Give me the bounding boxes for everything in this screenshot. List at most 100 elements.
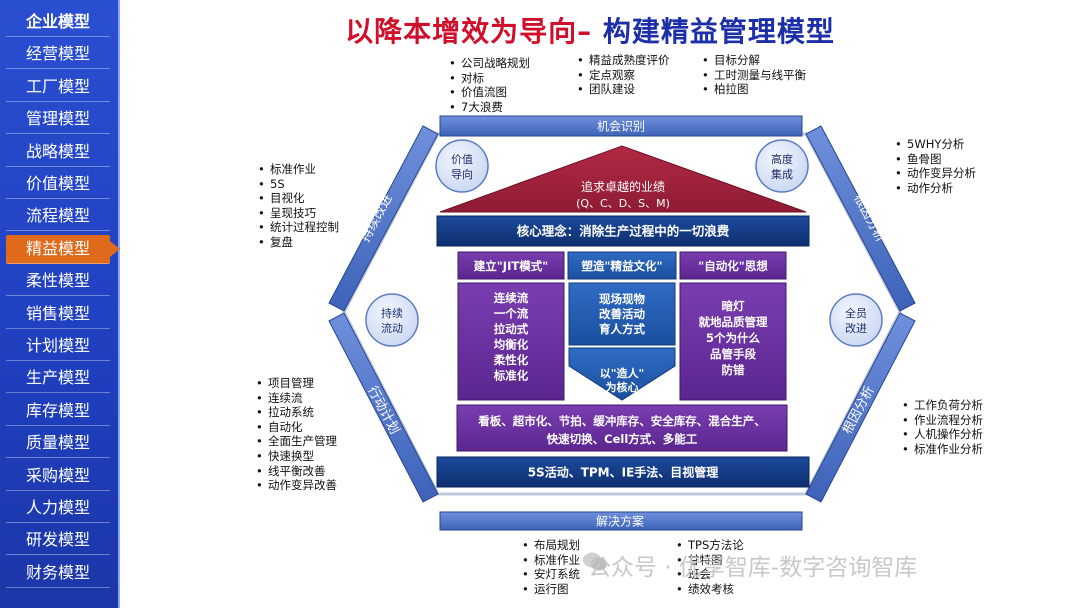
pillar-item: 品管手段 <box>710 347 756 361</box>
sidebar-item[interactable]: 研发模型 <box>6 526 110 556</box>
pillar-item: 均衡化 <box>494 338 529 352</box>
list-item: 安灯系统 <box>520 567 580 582</box>
list-item: 拉动系统 <box>254 405 337 420</box>
pillar-item: 改善活动 <box>599 307 645 321</box>
sidebar: 企业模型经营模型工厂模型管理模型战略模型价值模型流程模型精益模型柔性模型销售模型… <box>0 0 120 608</box>
list-item: 自动化 <box>254 420 337 435</box>
list-item: 线平衡改善 <box>254 464 337 479</box>
list-item: 工作负荷分析 <box>900 398 983 413</box>
list-item: 人机操作分析 <box>900 427 983 442</box>
list-item: 动作变异分析 <box>893 166 976 181</box>
pillar-title-jit: 建立"JIT模式" <box>457 251 565 280</box>
sidebar-item[interactable]: 人力模型 <box>6 494 110 523</box>
list-item: 连续流 <box>254 391 337 406</box>
pillar-item: 标准化 <box>493 369 529 383</box>
list-item: 7大浪费 <box>447 100 530 115</box>
people-core-pentagon <box>568 347 676 401</box>
sidebar-item[interactable]: 生产模型 <box>6 364 110 394</box>
list-action-plan: 项目管理连续流拉动系统自动化全面生产管理快速换型线平衡改善动作变异改善 <box>254 376 337 493</box>
svg-text:5S活动、TPM、IE手法、目视管理: 5S活动、TPM、IE手法、目视管理 <box>528 465 719 480</box>
svg-text:(Q、C、D、S、M): (Q、C、D、S、M) <box>576 197 670 210</box>
list-item: 目视化 <box>256 191 339 206</box>
svg-text:全员: 全员 <box>845 306 867 320</box>
list-opportunity-2: 精益成熟度评价定点观察团队建设 <box>575 53 670 97</box>
list-item: 标准作业分析 <box>900 442 983 457</box>
sidebar-item[interactable]: 精益模型 <box>6 234 120 264</box>
sidebar-item[interactable]: 计划模型 <box>6 332 110 361</box>
pillar-item: 育人方式 <box>599 322 645 336</box>
pillar-item: 现场现物 <box>599 292 645 306</box>
svg-text:建立"JIT模式": 建立"JIT模式" <box>474 259 548 273</box>
sidebar-item[interactable]: 库存模型 <box>6 397 110 426</box>
list-opportunity-3: 目标分解工时测量与线平衡柏拉图 <box>700 53 806 97</box>
pillar-title-lean-culture: 塑造"精益文化" <box>567 251 677 280</box>
list-item: 快速换型 <box>254 449 337 464</box>
list-root-cause-2: 工作负荷分析作业流程分析人机操作分析标准作业分析 <box>900 398 983 456</box>
list-solution-2: TPS方法论甘特图班会绩效考核 <box>674 538 744 596</box>
list-item: 作业流程分析 <box>900 413 983 428</box>
list-item: 对标 <box>447 71 530 86</box>
svg-text:"自动化"思想: "自动化"思想 <box>698 259 768 273</box>
list-item: 呈现技巧 <box>256 206 339 221</box>
title-part-blue: 构建精益管理模型 <box>592 15 835 48</box>
svg-text:核心理念：消除生产过程中的一切浪费: 核心理念：消除生产过程中的一切浪费 <box>517 224 730 239</box>
sidebar-item[interactable]: 战略模型 <box>6 138 110 167</box>
list-item: 绩效考核 <box>674 582 744 597</box>
list-item: 项目管理 <box>254 376 337 391</box>
watermark: 公众号 · 优享智库-数字咨询智库 <box>588 555 918 581</box>
sidebar-item[interactable]: 企业模型 <box>6 8 110 37</box>
foundation-bar: 5S活动、TPM、IE手法、目视管理 <box>436 456 810 488</box>
list-item: 定点观察 <box>575 68 670 83</box>
circle-value-oriented: 价值 导向 <box>435 139 489 193</box>
wechat-icon <box>583 552 607 571</box>
list-opportunity-1: 公司战略规划对标价值流图7大浪费 <box>447 56 530 114</box>
list-item: 动作变异改善 <box>254 478 337 493</box>
sidebar-item[interactable]: 经营模型 <box>6 40 110 70</box>
circle-all-staff-improvement: 全员 改进 <box>829 293 883 347</box>
pillar-item: 一个流 <box>494 307 529 321</box>
list-item: 目标分解 <box>700 53 806 68</box>
list-root-cause-1: 5WHY分析鱼骨图动作变异分析动作分析 <box>893 137 976 195</box>
sidebar-item[interactable]: 价值模型 <box>6 170 110 199</box>
list-item: 统计过程控制 <box>256 220 339 235</box>
list-item: 团队建设 <box>575 82 670 97</box>
pillar-item: 连续流 <box>494 291 529 305</box>
list-item: 甘特图 <box>674 553 744 568</box>
sidebar-item[interactable]: 柔性模型 <box>6 267 110 297</box>
sidebar-item[interactable]: 流程模型 <box>6 202 110 232</box>
list-item: 复盘 <box>256 235 339 250</box>
svg-text:快速切换、Cell方式、多能工: 快速切换、Cell方式、多能工 <box>546 432 698 446</box>
svg-text:以"造人": 以"造人" <box>600 366 644 380</box>
core-idea-bar: 核心理念：消除生产过程中的一切浪费 <box>436 215 810 247</box>
svg-text:高度: 高度 <box>771 152 793 166</box>
list-item: 标准作业 <box>256 162 339 177</box>
list-item: 标准作业 <box>520 553 580 568</box>
tools-bar: 看板、超市化、节拍、缓冲库存、安全库存、混合生产、 快速切换、Cell方式、多能… <box>456 404 788 452</box>
sidebar-item[interactable]: 管理模型 <box>6 105 110 135</box>
svg-text:价值: 价值 <box>451 153 473 166</box>
list-item: TPS方法论 <box>674 538 744 553</box>
sidebar-item[interactable]: 质量模型 <box>6 429 110 459</box>
svg-text:导向: 导向 <box>451 167 473 181</box>
pillar-item: 柔性化 <box>493 353 529 367</box>
hex-label-top: 机会识别 <box>597 120 645 134</box>
sidebar-item[interactable]: 工厂模型 <box>6 73 110 102</box>
hex-label-bottom: 解决方案 <box>596 514 644 529</box>
circle-continuous-flow: 持续 流动 <box>365 293 419 347</box>
list-item: 柏拉图 <box>700 82 806 97</box>
svg-text:持续: 持续 <box>381 306 403 320</box>
pillar-item: 5个为什么 <box>706 331 761 345</box>
list-item: 布局规划 <box>520 538 580 553</box>
sidebar-item[interactable]: 采购模型 <box>6 462 110 491</box>
svg-text:追求卓越的业绩: 追求卓越的业绩 <box>581 179 665 194</box>
sidebar-item[interactable]: 财务模型 <box>6 559 110 588</box>
hex-band-top: 机会识别 <box>439 115 803 137</box>
house-roof: 追求卓越的业绩 (Q、C、D、S、M) <box>439 145 807 213</box>
list-item: 5S <box>256 177 339 192</box>
sidebar-item[interactable]: 销售模型 <box>6 300 110 329</box>
hex-band-bottom: 解决方案 <box>439 511 803 531</box>
